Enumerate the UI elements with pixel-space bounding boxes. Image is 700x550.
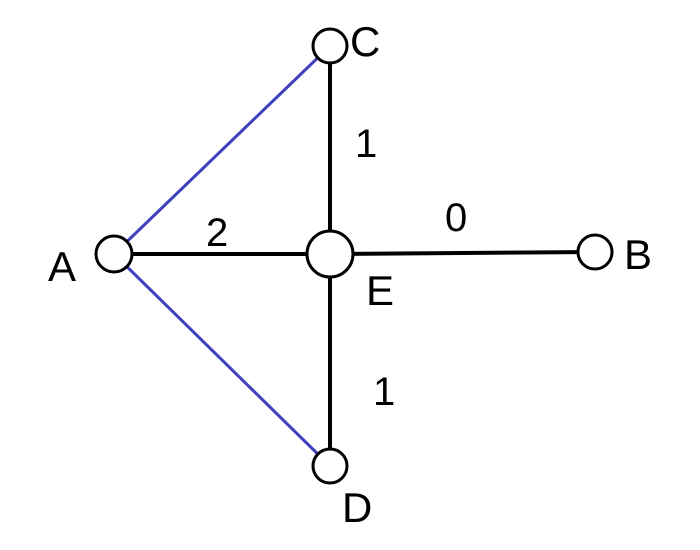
edge-e-b [329, 250, 596, 256]
node-label-d: D [342, 484, 372, 531]
node-c [311, 27, 349, 65]
edge-weight-e-d: 1 [373, 370, 395, 414]
edge-a-d [112, 252, 332, 468]
edge-weight-e-b: 0 [445, 196, 467, 240]
edge-weight-e-c: 1 [355, 122, 377, 166]
node-e [305, 229, 355, 279]
node-label-e: E [366, 267, 394, 314]
node-d [311, 447, 349, 485]
node-label-c: C [350, 18, 380, 65]
edge-weight-a-e: 2 [206, 211, 228, 255]
node-label-a: A [48, 243, 76, 290]
node-a [94, 234, 134, 274]
node-b [576, 233, 614, 271]
edge-a-c [112, 44, 332, 256]
node-label-b: B [624, 231, 652, 278]
